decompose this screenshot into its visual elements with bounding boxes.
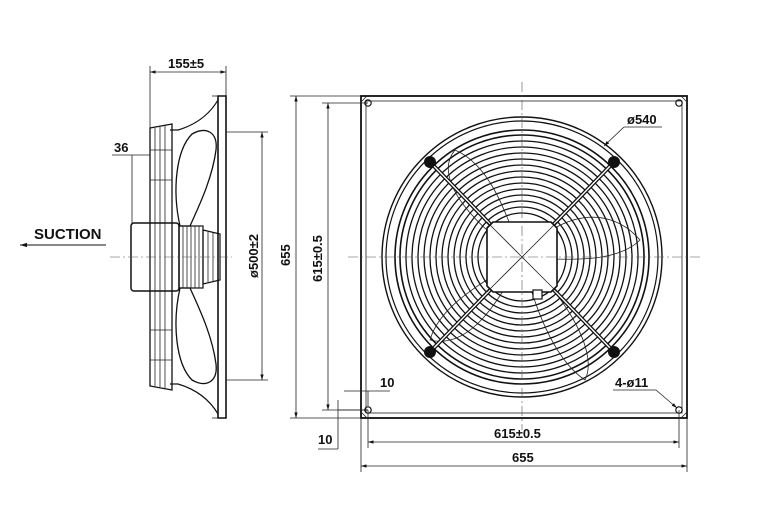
front-view: ø540 4-ø11 655 615±0.5 10 10 615±0.5 (278, 82, 700, 472)
side-view: 155±5 36 (20, 56, 268, 419)
inner-width-label: 615±0.5 (494, 426, 541, 441)
hub-dimension: 36 (114, 140, 128, 155)
diameter-dimension: ø500±2 (246, 234, 261, 278)
suction-label: SUCTION (34, 226, 102, 243)
ring-diameter-label: ø540 (627, 112, 657, 127)
mounting-hole (675, 99, 683, 107)
depth-dimension: 155±5 (168, 56, 204, 71)
outer-height-label: 655 (278, 244, 293, 266)
inner-offset-label: 10 (380, 375, 394, 390)
outer-width-label: 655 (512, 450, 534, 465)
outer-offset-label: 10 (318, 432, 332, 447)
holes-label: 4-ø11 (615, 375, 648, 390)
inner-height-label: 615±0.5 (310, 235, 325, 282)
